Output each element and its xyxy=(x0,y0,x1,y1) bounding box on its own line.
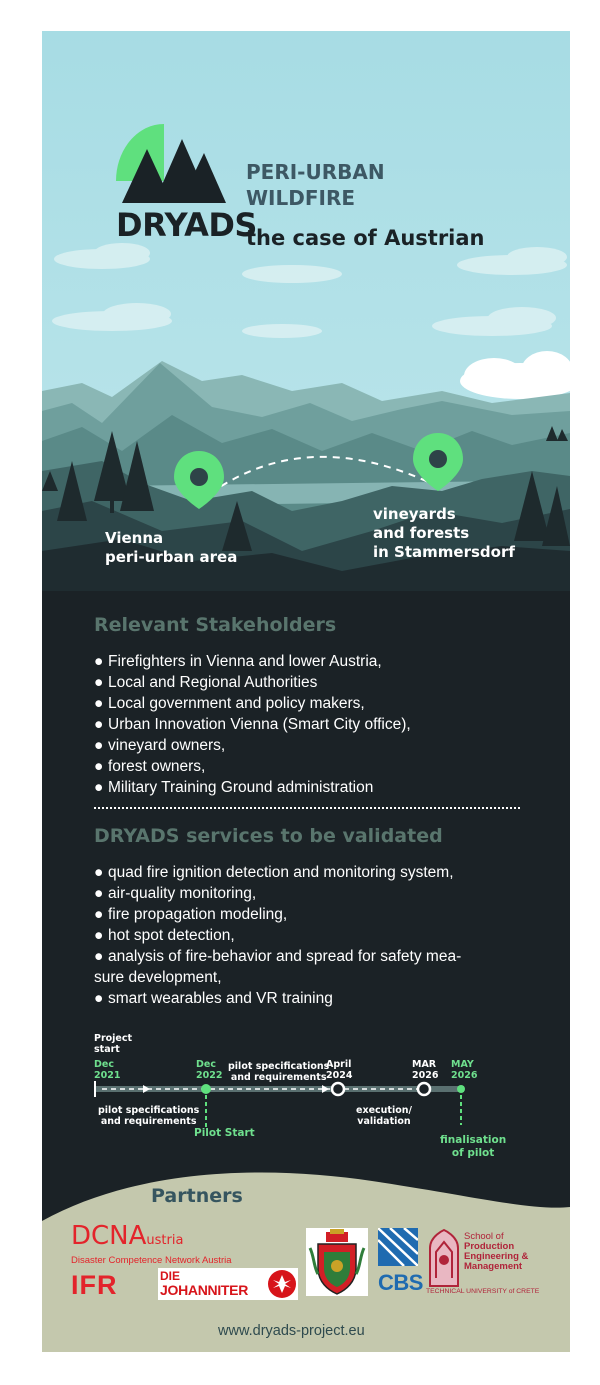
subtitle-line-1: PERI-URBAN xyxy=(246,160,385,184)
map-pin-icon xyxy=(413,433,463,491)
location-label-vienna: Vienna peri-urban area xyxy=(105,529,238,566)
poster: DRYADS PERI-URBAN WILDFIRE the case of A… xyxy=(42,31,570,1352)
partners-heading: Partners xyxy=(151,1185,243,1207)
route-arc xyxy=(199,455,438,502)
list-item: ●Urban Innovation Vienna (Smart City off… xyxy=(94,716,411,733)
list-item: ●Military Training Ground administration xyxy=(94,779,374,796)
case-title: the case of Austrian xyxy=(246,226,485,250)
dryads-logo-icon xyxy=(116,124,226,203)
list-item: ●forest owners, xyxy=(94,758,206,775)
timeline-graphic xyxy=(94,1081,465,1127)
landscape-illustration xyxy=(42,31,570,631)
dotted-divider xyxy=(94,807,520,809)
list-item: ●Local and Regional Authorities xyxy=(94,674,318,691)
map-pin-icon xyxy=(174,451,224,509)
timeline-may-2026: MAY 2026 xyxy=(451,1059,478,1081)
timeline-dec-2021: Dec 2021 xyxy=(94,1059,121,1081)
location-label-stammersdorf: vineyards and forests in Stammersdorf xyxy=(373,505,515,561)
list-item: ●Firefighters in Vienna and lower Austri… xyxy=(94,653,382,670)
list-item: ●analysis of fire-behavior and spread fo… xyxy=(94,948,462,965)
stakeholders-heading: Relevant Stakeholders xyxy=(94,614,337,636)
list-item: ●smart wearables and VR training xyxy=(94,990,333,1007)
website-link[interactable]: www.dryads-project.eu xyxy=(218,1323,365,1339)
cloud-shapes xyxy=(52,243,567,338)
timeline-execution: execution/ validation xyxy=(356,1105,412,1127)
list-item: ●air-quality monitoring, xyxy=(94,885,257,902)
timeline-mar-2026: MAR 2026 xyxy=(412,1059,439,1081)
list-item: sure development, xyxy=(94,969,222,986)
tree-shapes xyxy=(42,426,570,551)
list-item: ●quad fire ignition detection and monito… xyxy=(94,864,454,881)
cbs-emblem-icon xyxy=(377,1227,419,1267)
timeline-pilot-spec-top: pilot specifications and requirements xyxy=(228,1061,330,1083)
johanniter-logo: DIE JOHANNITER xyxy=(158,1268,298,1300)
subtitle-line-2: WILDFIRE xyxy=(246,186,356,210)
coat-of-arms-logo xyxy=(306,1228,368,1296)
list-item: ●vineyard owners, xyxy=(94,737,226,754)
tuc-logo: School of Production Engineering & Manag… xyxy=(426,1228,566,1298)
list-item: ●fire propagation modeling, xyxy=(94,906,288,923)
dcna-logo: DCNAustria Disaster Competence Network A… xyxy=(71,1221,232,1266)
list-item: ●hot spot detection, xyxy=(94,927,235,944)
timeline-pilot-spec-bottom: pilot specifications and requirements xyxy=(98,1105,200,1127)
timeline-pilot-start: Pilot Start xyxy=(194,1127,255,1139)
maltese-cross-icon xyxy=(268,1270,296,1298)
list-item: ●Local government and policy makers, xyxy=(94,695,365,712)
services-list: ●quad fire ignition detection and monito… xyxy=(94,862,461,1009)
services-heading: DRYADS services to be validated xyxy=(94,825,443,847)
ifr-logo: IFR xyxy=(71,1270,118,1300)
logo-wordmark: DRYADS xyxy=(116,206,257,244)
timeline-finalisation: finalisation of pilot xyxy=(440,1134,507,1159)
timeline-dec-2022: Dec 2022 xyxy=(196,1059,223,1081)
tuc-emblem-icon xyxy=(429,1228,459,1287)
timeline-project-start: Project start xyxy=(94,1033,133,1055)
stakeholders-list: ●Firefighters in Vienna and lower Austri… xyxy=(94,651,411,798)
cbs-logo: CBS xyxy=(377,1227,423,1298)
timeline-april-2024: April 2024 xyxy=(326,1059,353,1081)
